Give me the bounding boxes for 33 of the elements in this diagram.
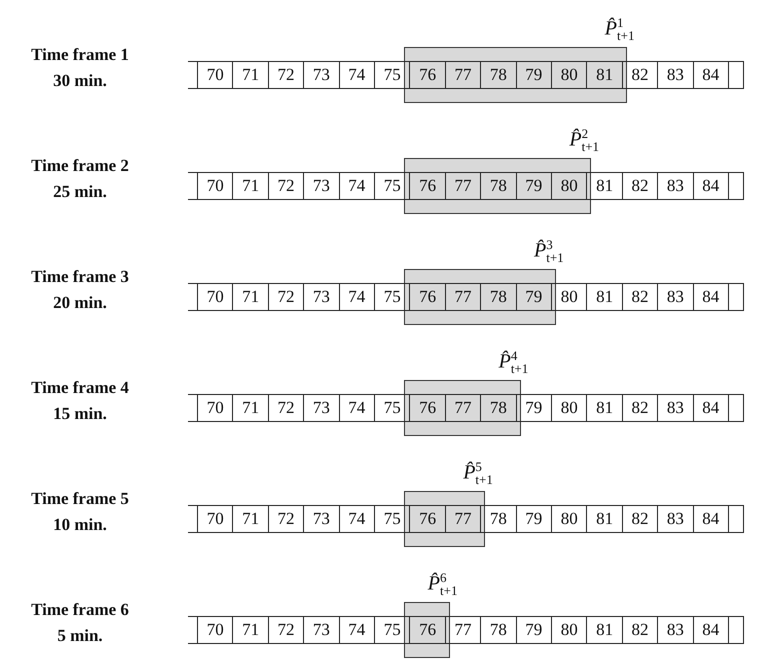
number-cell: 76	[409, 283, 446, 311]
number-cell: 77	[444, 61, 482, 89]
time-frame-label: Time frame 3	[30, 267, 130, 287]
duration-label: 25 min.	[52, 182, 108, 202]
duration-label: 5 min.	[56, 626, 104, 646]
time-frame-label: Time frame 6	[30, 600, 130, 620]
time-frame-label: Time frame 1	[30, 45, 130, 65]
number-cell: 76	[409, 505, 446, 533]
time-frame-label: Time frame 5	[30, 489, 130, 509]
number-cell: 81	[586, 61, 623, 89]
number-cell: 76	[409, 394, 446, 422]
number-cell: 79	[516, 283, 552, 311]
number-cell: 79	[516, 61, 552, 89]
duration-label: 15 min.	[52, 404, 108, 424]
number-cell: 78	[480, 172, 517, 200]
number-cell: 78	[480, 394, 517, 422]
number-cell: 76	[409, 61, 446, 89]
number-cell: 78	[480, 61, 517, 89]
duration-label: 20 min.	[52, 293, 108, 313]
number-cell: 77	[444, 505, 482, 533]
time-frame-label: Time frame 2	[30, 156, 130, 176]
number-cell: 77	[444, 394, 482, 422]
duration-label: 30 min.	[52, 71, 108, 91]
number-cell: 80	[551, 61, 588, 89]
number-cell: 78	[480, 283, 517, 311]
number-cell: 76	[409, 172, 446, 200]
number-cell: 80	[551, 172, 588, 200]
time-frame-label: Time frame 4	[30, 378, 130, 398]
number-cell: 79	[516, 172, 552, 200]
number-cell: 77	[444, 283, 482, 311]
duration-label: 10 min.	[52, 515, 108, 535]
number-cell: 77	[444, 172, 482, 200]
number-cell: 76	[409, 616, 446, 644]
